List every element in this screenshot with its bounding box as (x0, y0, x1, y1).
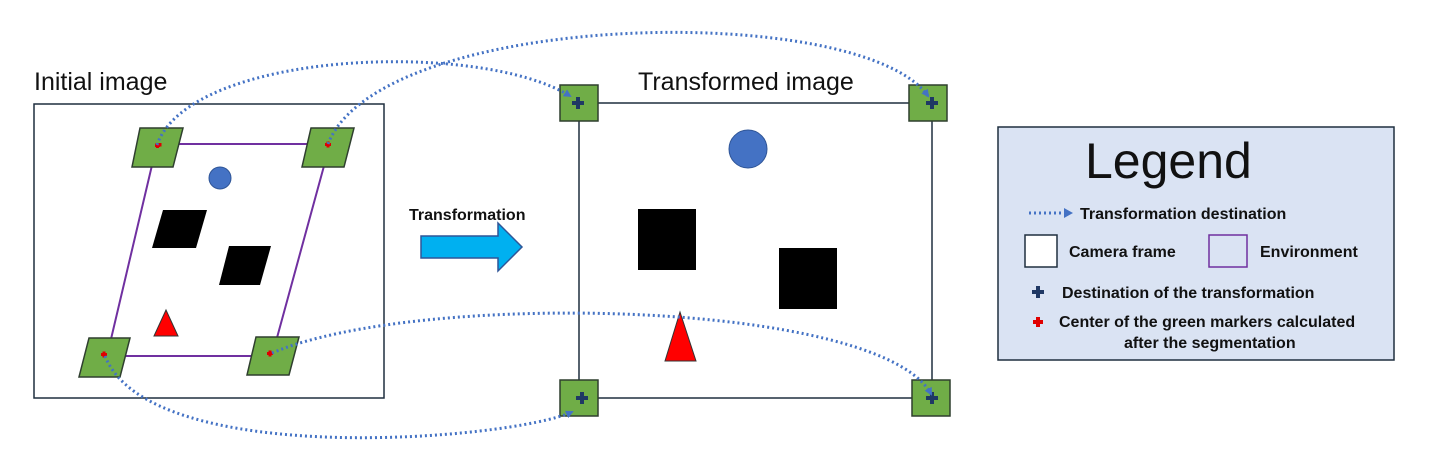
legend-transformation-destination: Transformation destination (1080, 206, 1286, 223)
transformation-arrow-icon (420, 221, 524, 273)
transformed-blue-circle (728, 129, 768, 169)
curve-bottom-right (271, 311, 933, 396)
initial-black-square-1 (152, 210, 207, 248)
transformed-marker-top-left (559, 84, 599, 122)
navy-plus-icon (926, 97, 938, 109)
curve-top-left (155, 60, 572, 146)
navy-plus-icon (926, 392, 938, 404)
initial-image-title: Initial image (34, 68, 167, 96)
red-plus-icon (267, 350, 273, 357)
curve-bottom-left (103, 355, 574, 440)
navy-plus-icon (576, 392, 588, 404)
transformed-marker-bottom-left (559, 379, 599, 417)
legend-destination-label: Destination of the transformation (1062, 285, 1314, 302)
transformed-marker-top-right (908, 84, 948, 122)
initial-red-triangle (153, 308, 179, 337)
curve-top-right (326, 30, 930, 145)
legend-title: Legend (1085, 133, 1252, 189)
legend-box (997, 126, 1395, 361)
legend-environment-swatch (1208, 234, 1248, 268)
transformed-black-square-2 (779, 248, 837, 309)
transformed-marker-bottom-right (911, 379, 951, 417)
transformed-camera-frame (578, 102, 933, 399)
transformed-black-square-1 (638, 209, 696, 270)
transformation-label: Transformation (409, 207, 525, 224)
initial-marker-top-right (301, 127, 355, 168)
initial-black-square-2 (219, 246, 271, 285)
transformed-image-title: Transformed image (638, 68, 854, 96)
transformation-destination-curves (103, 30, 933, 440)
initial-marker-bottom-right (246, 336, 300, 376)
legend-dotted-arrow-icon (1029, 208, 1073, 218)
legend-camera-frame-swatch (1024, 234, 1058, 268)
navy-plus-icon (572, 97, 584, 109)
legend-camera-frame-label: Camera frame (1069, 244, 1176, 261)
legend-environment-label: Environment (1260, 244, 1358, 261)
legend-center-markers-line2: after the segmentation (1124, 335, 1296, 352)
transformed-red-triangle (664, 310, 697, 362)
initial-blue-circle (208, 166, 232, 190)
initial-marker-top-left (131, 127, 184, 168)
legend-red-plus-icon (1033, 317, 1043, 327)
legend-navy-plus-icon (1032, 286, 1044, 298)
legend-center-markers-line1: Center of the green markers calculated (1059, 314, 1355, 331)
